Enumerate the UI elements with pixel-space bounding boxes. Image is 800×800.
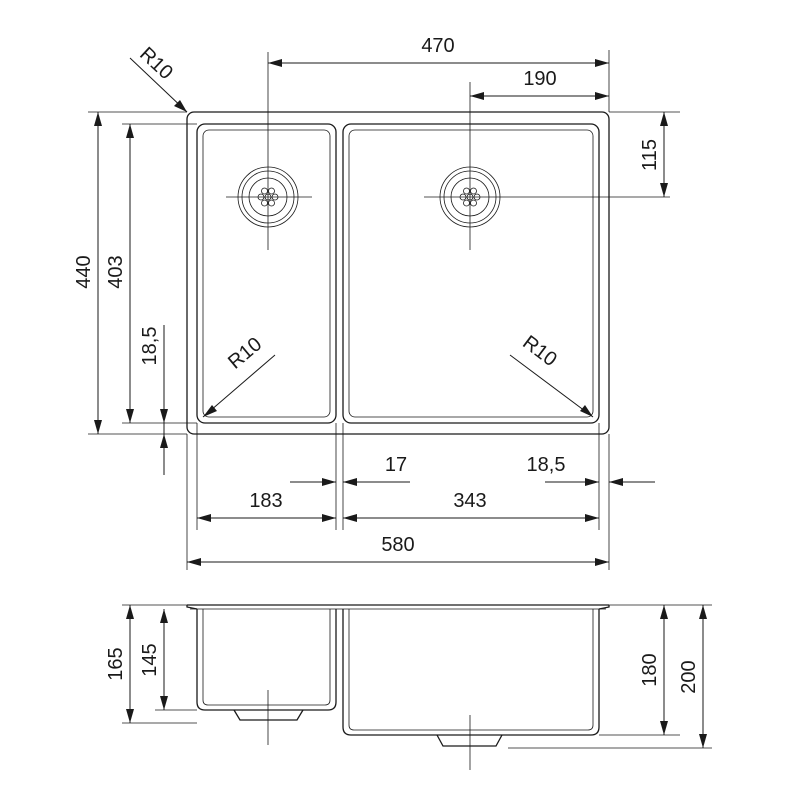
dim-18-5-left-label: 18,5 (139, 327, 161, 366)
dim-17-label: 17 (385, 454, 407, 476)
dim-470-label: 470 (421, 35, 454, 57)
dim-165-label: 165 (105, 647, 127, 680)
right-bowl-inner-outline (348, 129, 594, 418)
dim-343-label: 343 (453, 490, 486, 512)
left-waste-drain-icon (226, 52, 312, 250)
dim-r10-left-bowl: R10 (202, 333, 276, 418)
dim-145-label: 145 (139, 643, 161, 676)
dim-180-label: 180 (639, 653, 661, 686)
right-bowl-profile (342, 609, 600, 736)
dim-180: 180 (639, 605, 668, 735)
dim-18-5-right: 18,5 (527, 454, 655, 486)
top-view: 470 190 115 440 (73, 35, 680, 570)
dim-440: 440 (73, 111, 187, 435)
dim-580: 580 (187, 534, 609, 566)
dim-18-5-right-label: 18,5 (527, 454, 566, 476)
dim-r10-right-bowl-label: R10 (518, 331, 561, 371)
right-waste-drain-icon (424, 82, 670, 250)
dim-190: 190 (470, 68, 609, 100)
dim-18-5-left: 18,5 (139, 325, 168, 475)
right-bowl-outline (342, 123, 600, 424)
sink-outer-outline (186, 111, 610, 435)
dim-r10-right-bowl: R10 (509, 331, 594, 418)
left-bowl-inner-outline (202, 129, 331, 418)
dim-145: 145 (139, 609, 168, 710)
left-waste-outlet-icon (233, 690, 304, 745)
dim-580-label: 580 (381, 534, 414, 556)
dim-200-label: 200 (678, 660, 700, 693)
dim-403-label: 403 (105, 255, 127, 288)
dim-183-label: 183 (249, 490, 282, 512)
dim-190-label: 190 (523, 68, 556, 90)
dim-440-label: 440 (73, 255, 95, 288)
dim-470: 470 (268, 35, 610, 112)
side-view: 165 145 180 200 (105, 604, 712, 770)
dim-17: 17 (290, 454, 410, 486)
dim-r10-outer-label: R10 (135, 43, 177, 84)
dim-183: 183 (197, 490, 336, 522)
dim-403: 403 (105, 123, 197, 424)
dim-165: 165 (105, 605, 134, 723)
dim-343: 343 (343, 490, 599, 522)
dim-200: 200 (678, 605, 707, 748)
dim-115: 115 (609, 111, 680, 197)
left-bowl-outline (196, 123, 337, 424)
dim-115-label: 115 (639, 139, 661, 171)
right-waste-outlet-icon (436, 715, 503, 770)
left-bowl-profile (196, 609, 337, 711)
dim-r10-outer: R10 (129, 43, 188, 113)
